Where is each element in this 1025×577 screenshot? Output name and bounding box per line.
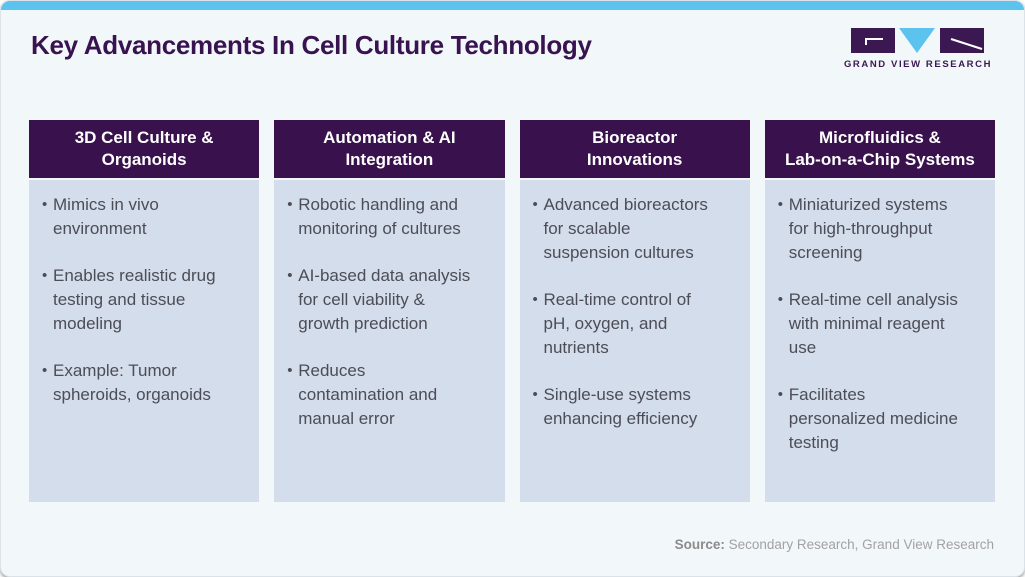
column-header: Automation & AI Integration (274, 120, 505, 178)
logo-g-block (851, 28, 895, 53)
bullet-item: AI-based data analysis for cell viabilit… (287, 264, 492, 336)
bullet-item: Real-time control of pH, oxygen, and nut… (533, 288, 738, 360)
gvr-logo-icon (851, 28, 984, 53)
source-label: Source: (674, 537, 725, 552)
logo-r-block (940, 28, 984, 53)
bullet-item: Reduces contamination and manual error (287, 359, 492, 431)
source-text: Secondary Research, Grand View Research (724, 537, 994, 552)
column-header: Bioreactor Innovations (519, 120, 750, 178)
bullet-item: Real-time cell analysis with minimal rea… (778, 288, 983, 360)
bullet-item: Facilitates personalized medicine testin… (778, 383, 983, 455)
logo-r-mark (950, 38, 983, 50)
bullet-item: Example: Tumor spheroids, organoids (42, 359, 247, 407)
column-header: 3D Cell Culture & Organoids (29, 120, 260, 178)
column-3d-cell-culture: 3D Cell Culture & Organoids Mimics in vi… (29, 120, 260, 502)
column-microfluidics: Microfluidics & Lab-on-a-Chip Systems Mi… (764, 120, 995, 502)
column-body: Miniaturized systems for high-throughput… (764, 180, 995, 502)
column-automation-ai: Automation & AI Integration Robotic hand… (274, 120, 505, 502)
bullet-list: Mimics in vivo environment Enables reali… (42, 193, 247, 407)
bullet-list: Miniaturized systems for high-throughput… (778, 193, 983, 455)
column-header: Microfluidics & Lab-on-a-Chip Systems (764, 120, 995, 178)
bullet-item: Single-use systems enhancing efficiency (533, 383, 738, 431)
column-body: Mimics in vivo environment Enables reali… (29, 180, 260, 502)
bullet-item: Robotic handling and monitoring of cultu… (287, 193, 492, 241)
bullet-item: Miniaturized systems for high-throughput… (778, 193, 983, 265)
bullet-item: Enables realistic drug testing and tissu… (42, 264, 247, 336)
bullet-item: Mimics in vivo environment (42, 193, 247, 241)
logo-g-mark (865, 38, 883, 45)
bullet-item: Advanced bioreactors for scalable suspen… (533, 193, 738, 265)
bullet-list: Advanced bioreactors for scalable suspen… (533, 193, 738, 431)
column-bioreactor: Bioreactor Innovations Advanced bioreact… (519, 120, 750, 502)
source-line: Source: Secondary Research, Grand View R… (675, 537, 994, 552)
columns-container: 3D Cell Culture & Organoids Mimics in vi… (29, 120, 995, 502)
logo-brand-text: GRAND VIEW RESEARCH (843, 59, 993, 70)
gvr-logo: GRAND VIEW RESEARCH (842, 28, 994, 70)
page-title: Key Advancements In Cell Culture Technol… (31, 30, 592, 60)
bullet-list: Robotic handling and monitoring of cultu… (287, 193, 492, 431)
column-body: Robotic handling and monitoring of cultu… (274, 180, 505, 502)
logo-v-triangle (899, 28, 935, 53)
column-body: Advanced bioreactors for scalable suspen… (519, 180, 750, 502)
header-row: Key Advancements In Cell Culture Technol… (31, 28, 994, 70)
top-accent-bar (1, 1, 1024, 10)
